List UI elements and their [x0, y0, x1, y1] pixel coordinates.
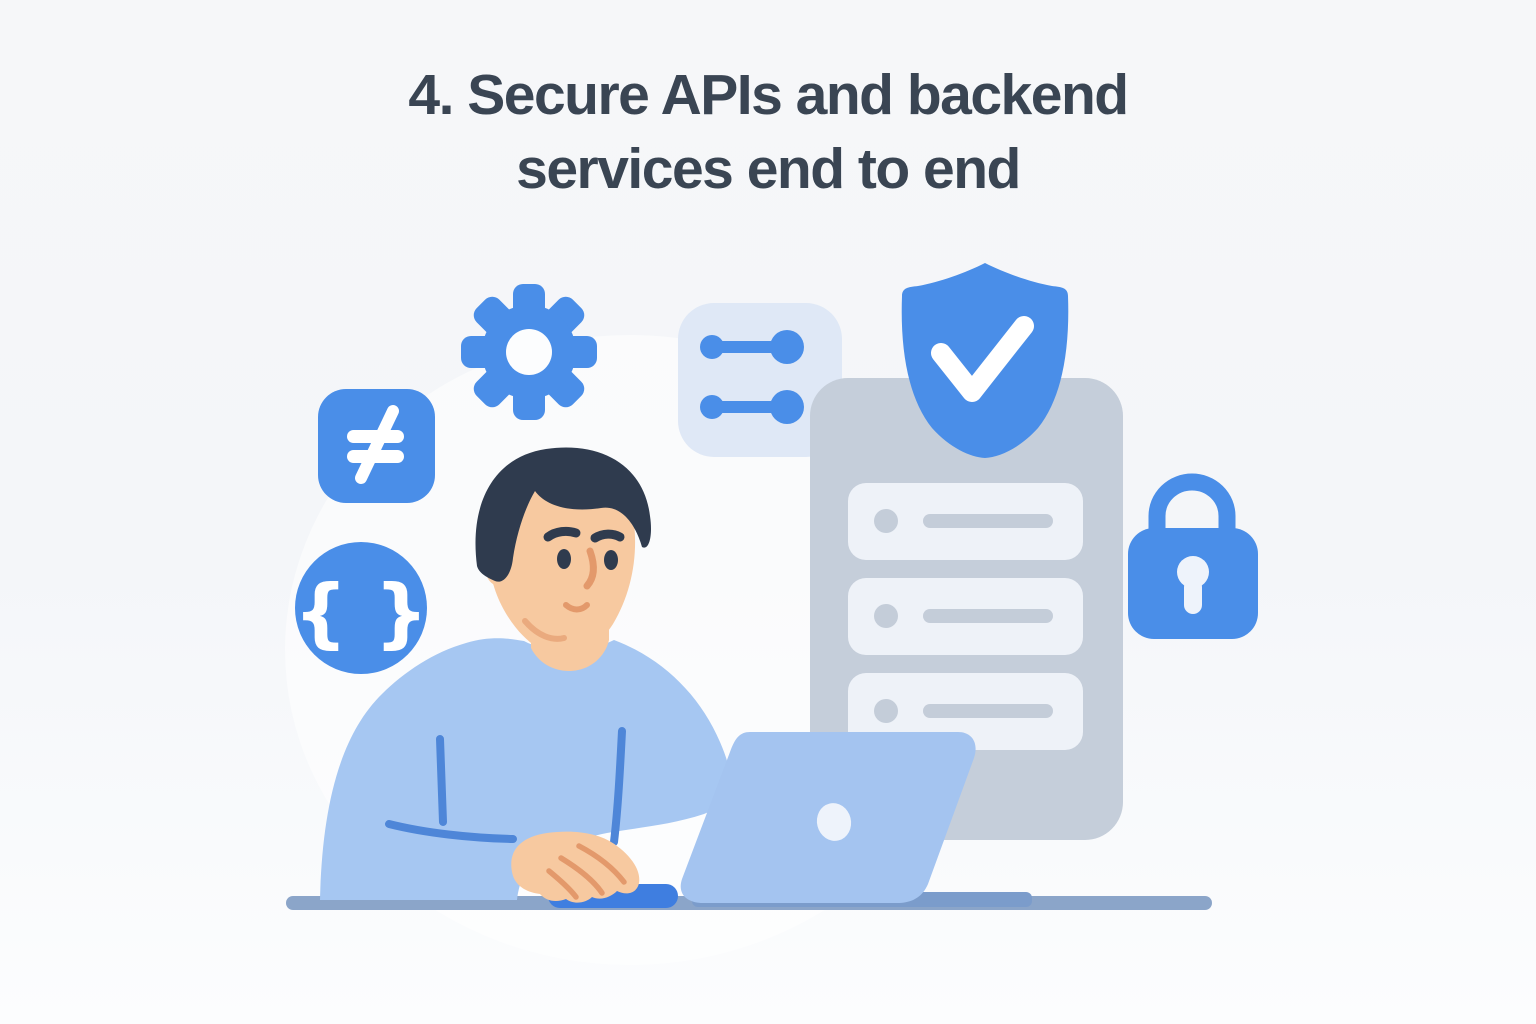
- laptop: [680, 732, 976, 903]
- row-bullet: [874, 604, 898, 628]
- row-bullet: [874, 699, 898, 723]
- not-equal-slash: [355, 405, 399, 484]
- checklist-row: [848, 483, 1083, 560]
- row-text-bar: [923, 514, 1053, 528]
- sweater-seam-left-vertical: [436, 735, 447, 826]
- gear-hole: [506, 329, 552, 375]
- sweater-seam-right: [610, 727, 626, 846]
- eyebrow-right: [590, 529, 625, 543]
- row-bullet: [874, 509, 898, 533]
- finger-line: [576, 843, 627, 885]
- title-line-1: 4. Secure APIs and backend: [408, 63, 1129, 127]
- eye-right: [604, 550, 618, 570]
- braces-circle: [295, 542, 427, 674]
- keyhole: [1177, 556, 1209, 588]
- keyhole-stem: [1184, 578, 1202, 614]
- lock-shackle: [1148, 473, 1236, 534]
- row-text-bar: [923, 609, 1053, 623]
- page-title: 4. Secure APIs and backend services end …: [0, 58, 1536, 206]
- sweater-seam-left-horizontal: [385, 820, 517, 843]
- laptop-logo: [816, 803, 852, 841]
- slider-row-2: [700, 390, 804, 424]
- code-braces-icon: { }: [294, 542, 429, 674]
- finger-line: [558, 855, 605, 896]
- not-equal-icon: [318, 389, 435, 503]
- checklist-panel: [810, 378, 1123, 840]
- slider-row-1: [700, 330, 804, 364]
- checklist-row: [848, 578, 1083, 655]
- checklist-row: [848, 673, 1083, 750]
- jaw-shadow-line: [522, 618, 567, 642]
- gear-teeth: [461, 284, 597, 420]
- person-at-laptop: [320, 447, 731, 900]
- eyebrow-left: [543, 526, 581, 542]
- padlock-icon: [1128, 473, 1258, 639]
- braces-glyph: { }: [294, 568, 429, 657]
- gear-icon: [461, 284, 597, 420]
- mouth-smile: [563, 602, 590, 613]
- shield-check-icon: [901, 263, 1069, 458]
- row-text-bar: [923, 704, 1053, 718]
- eye-left: [557, 549, 571, 569]
- finger-line: [546, 868, 579, 900]
- check-mark: [931, 316, 1034, 402]
- title-line-2: services end to end: [516, 137, 1021, 202]
- hand-on-mouse: [511, 831, 640, 903]
- nose-line: [583, 547, 597, 590]
- sliders-icon: [678, 303, 842, 457]
- hair: [475, 447, 652, 582]
